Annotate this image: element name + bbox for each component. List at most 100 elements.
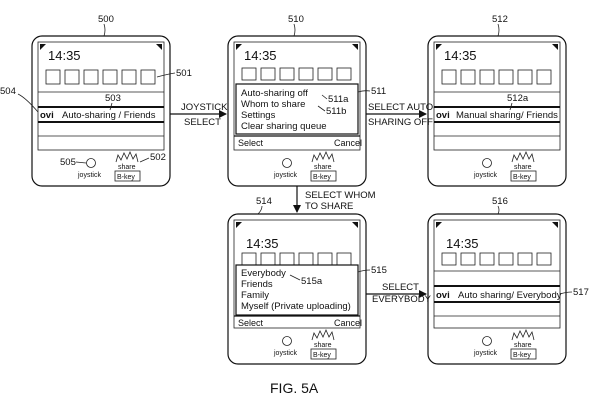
clock-time: 14:35 [446,236,479,251]
softkey-cancel[interactable]: Cancel [334,318,362,328]
share-target-menu-popup [235,264,359,316]
corner-marker-right-icon [352,44,358,50]
softkey-cancel[interactable]: Cancel [334,138,362,148]
menu-item-clear-sharing-queue[interactable]: Clear sharing queue [241,121,327,132]
app-icon-row [241,252,352,266]
arrow-label-line-1: SELECT AUTO- [368,102,436,113]
corner-marker-right-icon [552,44,558,50]
app-icon[interactable] [260,252,276,266]
share-burst-icon [511,328,535,341]
joystick-icon[interactable] [282,158,292,168]
arrow-label-line-2: SHARING OFF [368,117,433,128]
app-icon[interactable] [241,67,257,81]
ref-label-501: 501 [176,68,192,79]
share-button[interactable]: share B-key [510,150,537,182]
share-button[interactable]: share B-key [114,150,141,182]
joystick-icon[interactable] [282,336,292,346]
leader-516 [497,205,500,215]
ref-label-505: 505 [60,157,76,168]
arrow-label-line-2: EVERYBODY [372,294,432,305]
share-label: share [314,342,332,349]
menu-item-settings[interactable]: Settings [241,110,276,121]
app-icon[interactable] [45,69,61,85]
joystick-icon[interactable] [86,158,96,168]
share-label: share [118,164,136,171]
service-status[interactable]: Manual sharing/ Friends [456,110,558,121]
app-icon[interactable] [498,69,514,85]
app-icon[interactable] [64,69,80,85]
phone-screen [433,219,561,329]
share-burst-icon [115,150,139,163]
ref-label-512a: 512a [507,93,529,104]
joystick-icon[interactable] [482,158,492,168]
phone-screen [37,41,165,151]
share-button[interactable]: share B-key [510,328,537,360]
app-icon[interactable] [121,69,137,85]
menu-item-auto-sharing-off[interactable]: Auto-sharing off [241,88,308,99]
phone-512: 512 14:35 512a ovi Manual sharing/ Frien… [427,14,567,187]
app-icon[interactable] [260,67,276,81]
service-status[interactable]: Auto-sharing / Friends [62,110,156,121]
app-icon[interactable] [441,252,457,266]
menu-item-whom-to-share[interactable]: Whom to share [241,99,305,110]
menu-item-friends[interactable]: Friends [241,279,273,290]
leader-517 [559,291,573,295]
app-icon[interactable] [298,252,314,266]
share-button[interactable]: share B-key [310,150,337,182]
arrow-select-whom-to-share: SELECT WHOM TO SHARE [293,186,376,213]
share-burst-icon [311,328,335,341]
app-icon[interactable] [317,67,333,81]
app-icon[interactable] [460,252,476,266]
menu-item-myself-private[interactable]: Myself (Private uploading) [241,301,351,312]
bkey-box [114,170,141,182]
app-icon[interactable] [498,252,514,266]
options-menu-popup [235,83,359,135]
app-icon[interactable] [517,69,533,85]
softkey-select[interactable]: Select [238,138,264,148]
phone-screen [233,219,361,329]
ref-label-503: 503 [105,93,121,104]
app-icon[interactable] [536,252,552,266]
corner-marker-left-icon [40,44,46,50]
share-label: share [314,164,332,171]
ref-label-500: 500 [98,14,114,25]
leader-515 [357,269,371,273]
app-icon[interactable] [479,252,495,266]
app-icon[interactable] [336,67,352,81]
app-icon[interactable] [279,252,295,266]
app-icon[interactable] [336,252,352,266]
arrow-select-auto-sharing-off: SELECT AUTO- SHARING OFF [366,102,436,128]
app-icon[interactable] [441,69,457,85]
app-icon[interactable] [536,69,552,85]
joystick-icon[interactable] [482,336,492,346]
menu-item-family[interactable]: Family [241,290,269,301]
phone-body [427,35,567,187]
corner-marker-left-icon [436,44,442,50]
app-icon[interactable] [83,69,99,85]
corner-marker-left-icon [236,44,242,50]
arrow-label-line-1: JOYSTICK [181,102,228,113]
joystick-label: joystick [273,172,297,179]
leader-514 [257,205,263,215]
app-icon[interactable] [241,252,257,266]
share-label: share [514,342,532,349]
ovi-prefix: ovi [436,110,450,121]
app-icon[interactable] [460,69,476,85]
app-icon[interactable] [317,252,333,266]
ref-label-502: 502 [150,152,166,163]
app-icon[interactable] [298,67,314,81]
phone-body [227,213,367,365]
share-button[interactable]: share B-key [310,328,337,360]
app-icon[interactable] [517,252,533,266]
app-icon[interactable] [479,69,495,85]
clock-time: 14:35 [48,48,81,63]
service-status[interactable]: Auto sharing/ Everybody [458,290,562,301]
app-icon[interactable] [140,69,156,85]
app-icon[interactable] [279,67,295,81]
leader-501 [156,72,176,78]
clock-time: 14:35 [244,48,277,63]
softkey-select[interactable]: Select [238,318,264,328]
menu-item-everybody[interactable]: Everybody [241,268,286,279]
app-icon[interactable] [102,69,118,85]
leader-511 [357,90,371,93]
